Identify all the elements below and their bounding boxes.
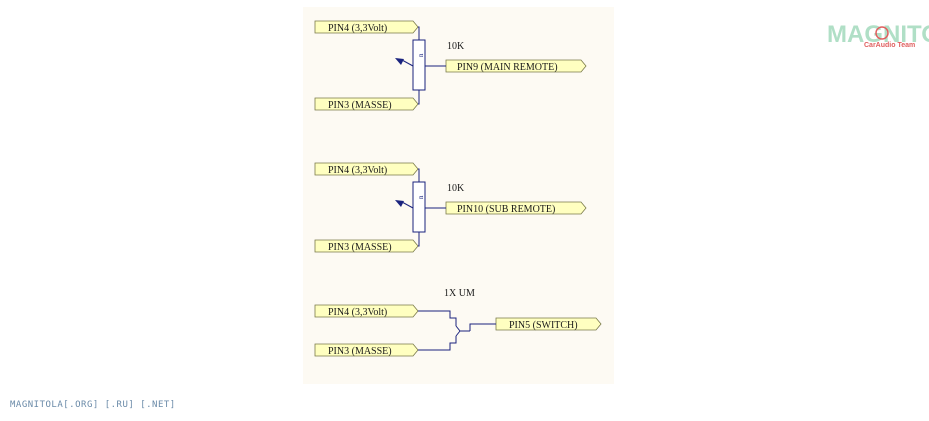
port-pin3-3-label: PIN3 (MASSE) bbox=[328, 346, 392, 357]
footer-watermark: MAGNITOLA[.ORG] [.RU] [.NET] bbox=[10, 400, 176, 410]
magnitola-logo: MAGNITOLA CarAudio Team bbox=[827, 21, 929, 49]
port-pin4-3: PIN4 (3,3Volt) bbox=[314, 304, 419, 318]
svg-text:n: n bbox=[417, 53, 425, 57]
potentiometer-2 bbox=[412, 181, 426, 233]
logo-subtitle: CarAudio Team bbox=[864, 42, 915, 49]
port-pin3-2: PIN3 (MASSE) bbox=[314, 239, 419, 253]
circuit-sub-remote: PIN4 (3,3Volt) PIN3 (MASSE) PIN10 (SUB R… bbox=[314, 162, 587, 253]
port-pin9: PIN9 (MAIN REMOTE) bbox=[445, 59, 587, 73]
logo-text: MAGNITOLA bbox=[827, 21, 929, 48]
port-pin10-label: PIN10 (SUB REMOTE) bbox=[457, 204, 555, 215]
port-pin10: PIN10 (SUB REMOTE) bbox=[445, 201, 587, 215]
potentiometer-1 bbox=[412, 39, 426, 91]
port-pin3-1-label: PIN3 (MASSE) bbox=[328, 100, 392, 111]
resistor-1-value: 10K bbox=[447, 41, 465, 52]
port-pin9-label: PIN9 (MAIN REMOTE) bbox=[457, 62, 558, 73]
port-pin3-1: PIN3 (MASSE) bbox=[314, 97, 419, 111]
port-pin5-label: PIN5 (SWITCH) bbox=[509, 320, 578, 331]
port-pin3-3: PIN3 (MASSE) bbox=[314, 343, 419, 357]
wiper-arrow-icon bbox=[395, 58, 404, 65]
port-pin4-1: PIN4 (3,3Volt) bbox=[314, 20, 419, 34]
svg-text:n: n bbox=[417, 195, 425, 199]
resistor-2-value: 10K bbox=[447, 183, 465, 194]
switch-label: 1X UM bbox=[444, 288, 475, 299]
port-pin4-1-label: PIN4 (3,3Volt) bbox=[328, 23, 387, 34]
port-pin3-2-label: PIN3 (MASSE) bbox=[328, 242, 392, 253]
switch-contact-icon bbox=[455, 325, 461, 332]
port-pin4-2-label: PIN4 (3,3Volt) bbox=[328, 165, 387, 176]
logo-ring-icon bbox=[875, 26, 889, 40]
port-pin5: PIN5 (SWITCH) bbox=[495, 317, 602, 331]
circuit-switch: PIN4 (3,3Volt) PIN3 (MASSE) PIN5 (SWITCH… bbox=[314, 288, 602, 357]
port-pin4-2: PIN4 (3,3Volt) bbox=[314, 162, 419, 176]
circuit-main-remote: PIN4 (3,3Volt) PIN3 (MASSE) PIN9 (MAIN R… bbox=[314, 20, 587, 111]
port-pin4-3-label: PIN4 (3,3Volt) bbox=[328, 307, 387, 318]
wiper-arrow-icon bbox=[395, 200, 404, 207]
